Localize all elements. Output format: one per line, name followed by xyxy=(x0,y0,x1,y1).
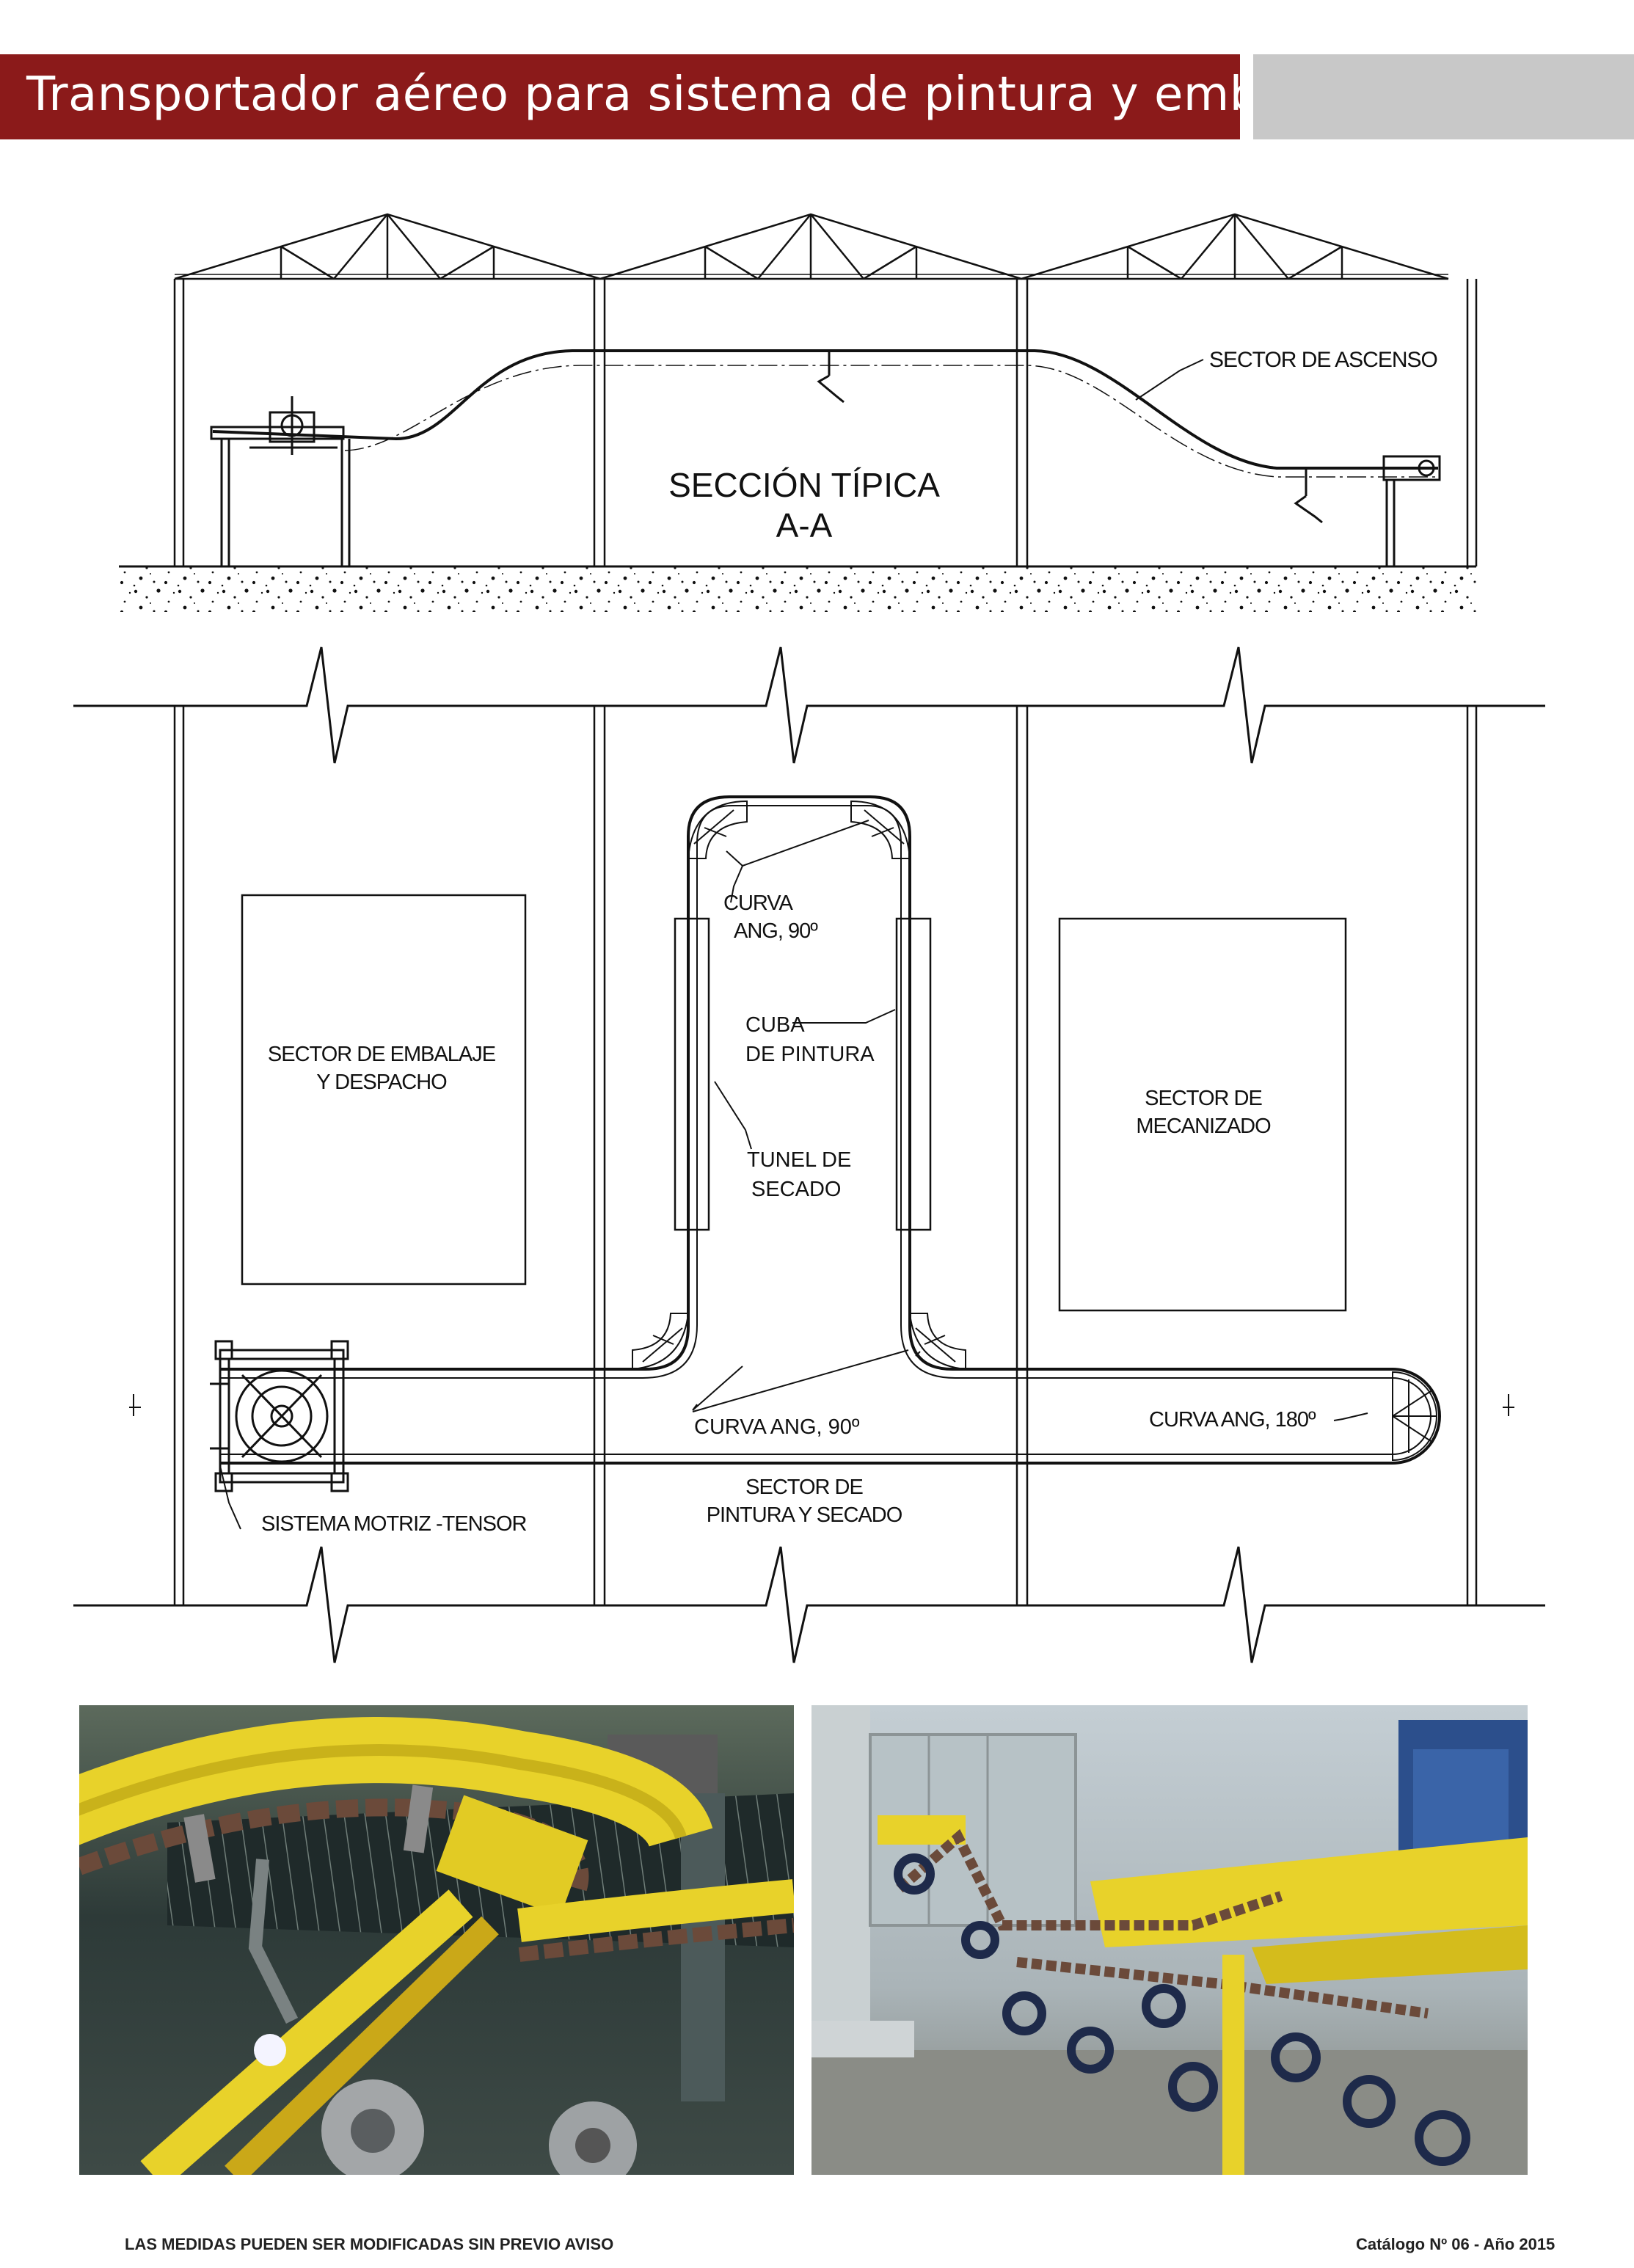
label-curva-top-1: CURVA xyxy=(723,891,793,915)
footer-disclaimer: LAS MEDIDAS PUEDEN SER MODIFICADAS SIN P… xyxy=(125,2235,614,2253)
conveyor-loop-outer xyxy=(220,795,1441,1465)
curve-trusses xyxy=(632,800,1437,1462)
box-sector-mecanizado xyxy=(1058,917,1347,1312)
section-right-support xyxy=(1382,455,1441,566)
label-tunel-1: TUNEL DE xyxy=(747,1148,851,1172)
label-motriz: SISTEMA MOTRIZ -TENSOR xyxy=(261,1512,527,1536)
label-tunel-2: SECADO xyxy=(751,1178,841,1201)
conveyor-loop-inner xyxy=(220,805,1431,1455)
paint-line-photo xyxy=(811,1705,1528,2175)
label-cuba-2: DE PINTURA xyxy=(745,1043,875,1066)
footer-catalog: Catálogo Nº 06 - Año 2015 xyxy=(1356,2235,1555,2253)
label-sector-ascenso: SECTOR DE ASCENSO xyxy=(1209,348,1437,372)
section-hangers xyxy=(817,351,1323,524)
plan-view xyxy=(73,646,1545,1663)
section-columns xyxy=(173,279,1478,566)
label-embalaje-1: SECTOR DE EMBALAJE xyxy=(268,1043,496,1066)
header-side-panel xyxy=(1253,54,1634,139)
label-pintura-1: SECTOR DE xyxy=(745,1476,863,1499)
section-title-line2: A-A xyxy=(776,506,833,544)
section-view xyxy=(173,213,1478,566)
box-sector-embalaje xyxy=(241,894,527,1286)
label-mecanizado-2: MECANIZADO xyxy=(1136,1115,1271,1138)
label-cuba-1: CUBA xyxy=(745,1013,805,1037)
tunnel-left xyxy=(674,917,710,1231)
tunnel-right xyxy=(895,917,932,1231)
section-title-line1: SECCIÓN TÍPICA xyxy=(668,466,940,504)
section-drive-unit xyxy=(210,396,351,566)
conveyor-track xyxy=(212,349,1438,470)
plan-columns xyxy=(173,706,1478,1605)
roof-trusses xyxy=(174,213,1449,280)
section-marker-right xyxy=(1503,1394,1514,1416)
curve-chain-photo xyxy=(79,1705,794,2175)
technical-drawing: SECCIÓN TÍPICA A-A SECTOR DE ASCENSO xyxy=(73,213,1545,1663)
label-pintura-2: PINTURA Y SECADO xyxy=(707,1503,902,1527)
plan-wall-top xyxy=(73,646,1545,1663)
section-marker-left xyxy=(129,1394,141,1416)
label-curva-180: CURVA ANG, 180º xyxy=(1149,1408,1316,1432)
header-bar: Transportador aéreo para sistema de pint… xyxy=(0,54,1374,139)
label-embalaje-2: Y DESPACHO xyxy=(316,1071,447,1094)
ground-fill xyxy=(119,566,1476,612)
label-curva-top-2: ANG, 90º xyxy=(734,919,818,943)
page-title: Transportador aéreo para sistema de pint… xyxy=(26,68,1374,122)
label-mecanizado-1: SECTOR DE xyxy=(1145,1087,1262,1110)
plan-drive-unit xyxy=(210,1340,349,1492)
leader-lines xyxy=(219,820,1368,1530)
label-curva-bottom: CURVA ANG, 90º xyxy=(694,1415,860,1439)
